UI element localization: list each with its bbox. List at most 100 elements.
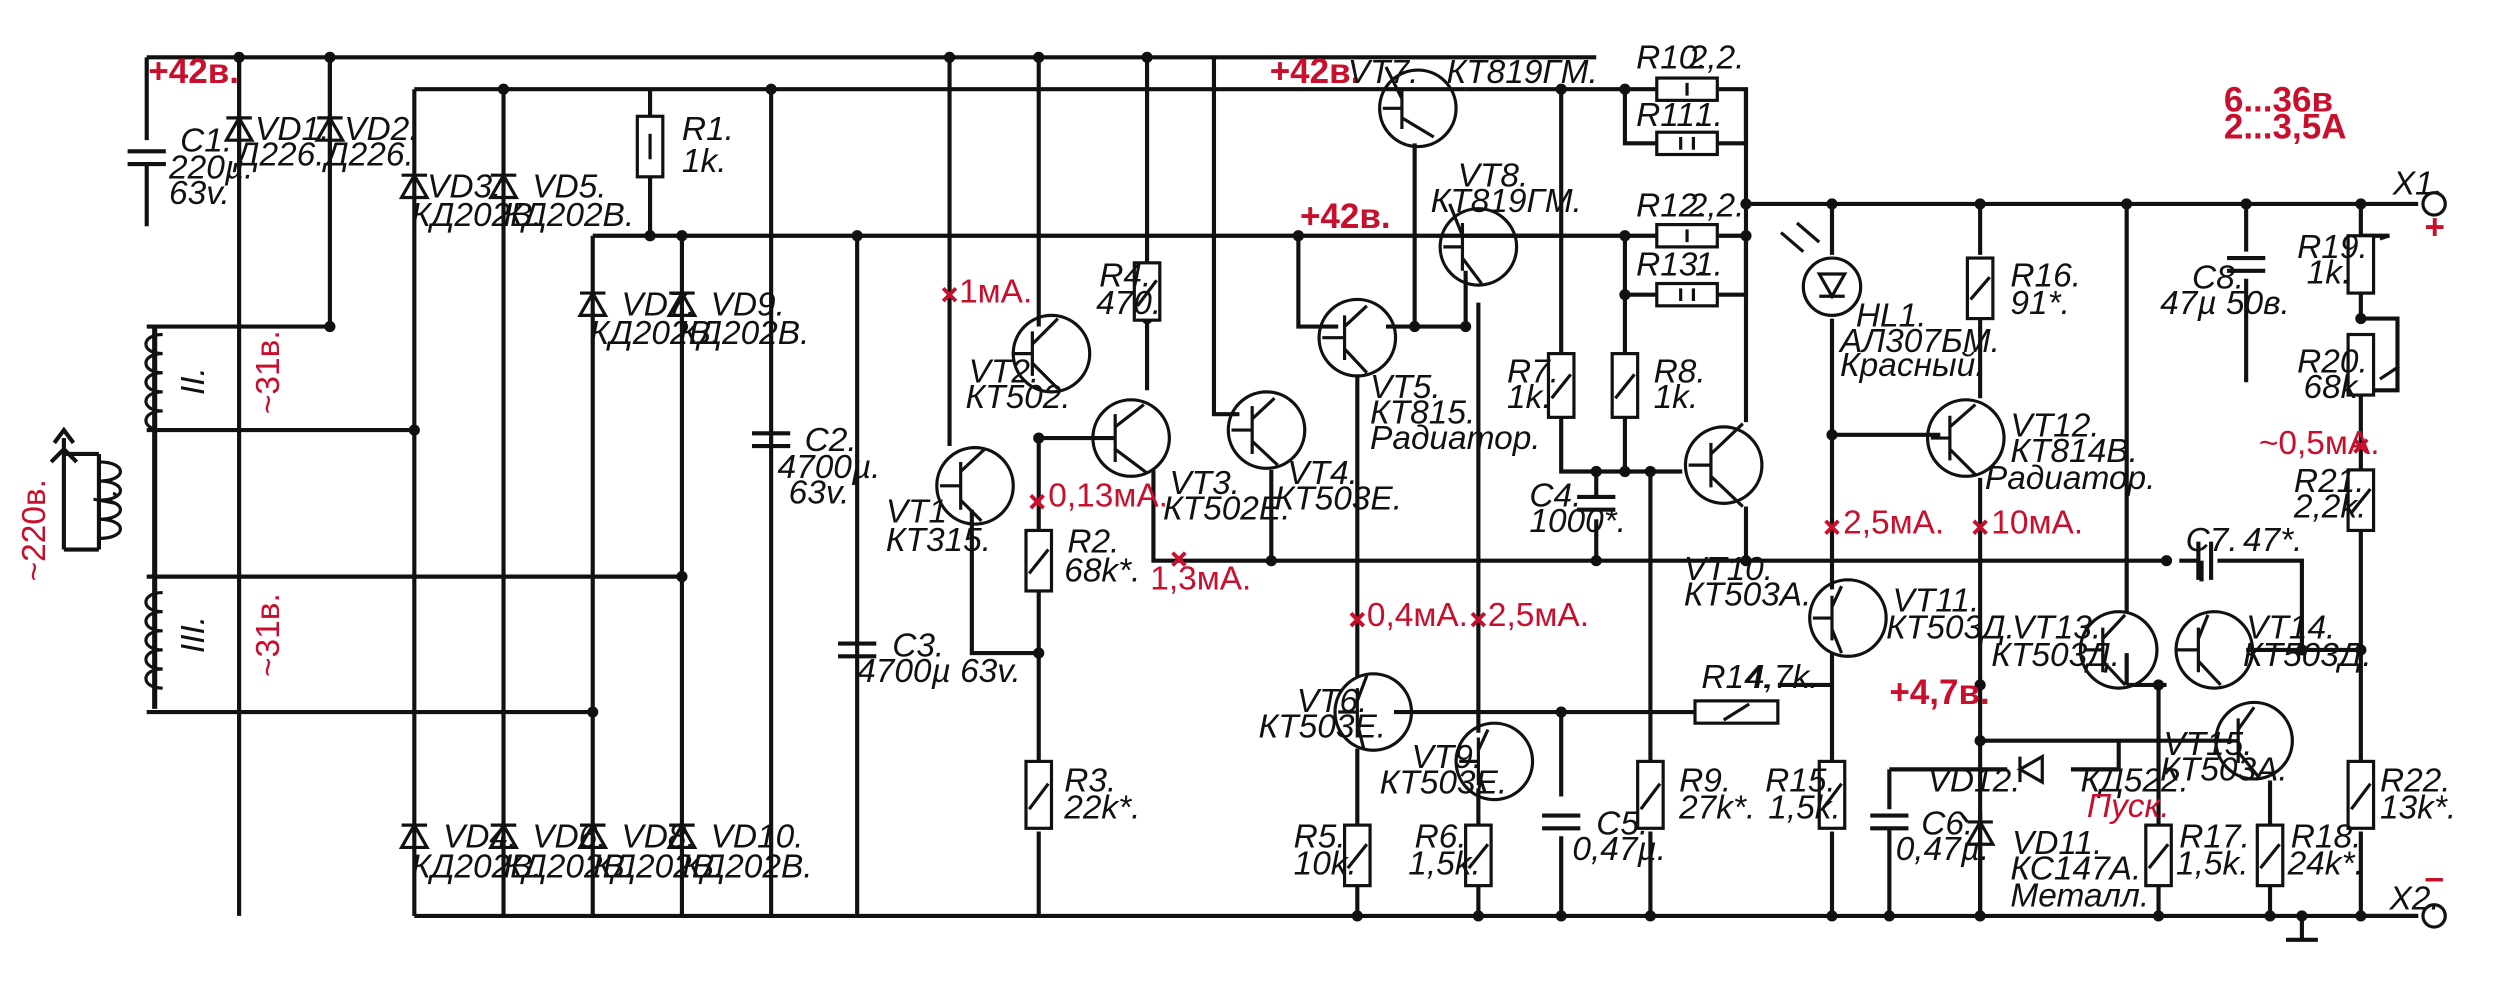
r11-value: 1. (1695, 97, 1723, 134)
vd8-ref: VD8. (621, 818, 695, 855)
c2-value: 4700µ. (778, 449, 881, 486)
vd3-type: КД202В. (411, 197, 542, 234)
r16-ref: R16. (2010, 258, 2081, 295)
c7-ref: C7. (2186, 522, 2238, 559)
terminal-x1[interactable] (2421, 191, 2447, 217)
r10-ref: R10. (1636, 39, 1707, 76)
vt10-ref: VT10. (1684, 551, 1773, 588)
vt15-type: КТ503А. (2160, 752, 2288, 789)
resistor-symbols (635, 76, 2376, 888)
vd6-type: КД202В. (504, 849, 635, 886)
vt7-ref: VT7. (1348, 54, 1419, 91)
r3-value: 22k*. (1063, 790, 1140, 827)
r5-ref: R5. (1294, 818, 1346, 855)
vt2-type: КТ502. (965, 379, 1070, 416)
c8-ref: C8. (2192, 259, 2244, 296)
vt5-note: Радиатор. (1370, 420, 1541, 457)
vt12-type: КТ814В. (2010, 433, 2138, 470)
label-w2: II. (175, 367, 212, 395)
vt8-ref: VT8. (1458, 157, 1529, 194)
vd5-ref: VD5. (532, 169, 606, 206)
vd9-ref: VD9. (711, 286, 785, 323)
c2-voltage: 63v. (789, 474, 850, 511)
hl1-ref: HL1. (1856, 298, 1927, 335)
r6-value: 1,5k. (1408, 845, 1481, 882)
vd5-type: КД202В. (504, 197, 635, 234)
current-25ma-hl1: 2,5мА. (1843, 505, 1944, 542)
vt13-type: КТ503Д. (1991, 637, 2120, 674)
vd2-ref: VD2. (344, 111, 418, 148)
r5-value: 10k. (1294, 845, 1357, 882)
vt4-ref: VT4. (1287, 455, 1358, 492)
r3-ref: R3. (1064, 763, 1116, 800)
c4-value: 1000*. (1529, 503, 1626, 540)
r17-ref: R17. (2179, 818, 2250, 855)
r7-ref: R7. (1507, 353, 1559, 390)
r4-ref: R4. (1099, 258, 1151, 295)
vt3-ref: VT3. (1169, 465, 1240, 502)
label-v-ref: +4,7в. (1889, 673, 1989, 712)
vd4-ref: VD4. (443, 818, 517, 855)
label-v42-vt5: +42в. (1300, 197, 1391, 236)
r20-value: 68k. (2303, 369, 2366, 406)
c1-ref: C1. (180, 122, 232, 159)
r19-value: 1k. (2307, 255, 2352, 292)
vt7-type: КТ819ГМ. (1447, 54, 1598, 91)
r11-ref: R11. (1636, 97, 1704, 134)
vd10-ref: VD10. (711, 818, 804, 855)
labels: +42в. +42в. +42в. 6...36в 2...3,5А +4,7в… (16, 39, 2456, 917)
vt9-ref: VT9. (1411, 739, 1482, 776)
c5-ref: C5. (1596, 806, 1648, 843)
plus-sign: + (2425, 208, 2445, 247)
vt12-ref: VT12. (2010, 407, 2099, 444)
r2-value: 68k*. (1064, 552, 1140, 589)
vd9-type: КД202В. (679, 315, 810, 352)
vt5-type: КТ815. (1370, 395, 1475, 432)
r15-value: 1,5k. (1768, 790, 1840, 827)
x1-label: X1. (2392, 165, 2443, 202)
vt15-ref: VT15. (2163, 726, 2252, 763)
current-04ma: 0,4мА. (1367, 597, 1468, 634)
r6-ref: R6. (1415, 818, 1467, 855)
current-10ma: 10мА. (1991, 505, 2083, 542)
vd11-note: Металл. (2010, 877, 2149, 914)
c3-ref: C3. (892, 627, 944, 664)
minus-sign: – (2425, 858, 2444, 897)
vt14-type: КТ503Д. (2243, 637, 2372, 674)
label-w1: I. (87, 488, 124, 507)
vd7-type: КД202В. (590, 315, 721, 352)
r9-ref: R9. (1679, 763, 1731, 800)
current-25ma-vt9: 2,5мА. (1488, 597, 1589, 634)
current-013ma: 0,13мА. (1048, 478, 1168, 515)
r16-value: 91*. (2010, 285, 2069, 322)
terminal-x2[interactable] (2421, 903, 2447, 929)
vt9-type: КТ503Е. (1380, 764, 1508, 801)
vd1-type: Д226. (232, 137, 325, 174)
c2-ref: C2. (805, 422, 857, 459)
junction-dots (233, 51, 2367, 922)
current-13ma: 1,3мА. (1150, 560, 1251, 597)
r8-ref: R8. (1654, 353, 1706, 390)
r13-value: 1. (1695, 247, 1723, 284)
vt5-ref: VT5. (1370, 369, 1441, 406)
x2-label: X2. (2389, 881, 2440, 918)
r7-value: 1k. (1507, 379, 1552, 416)
vd7-ref: VD7. (621, 286, 695, 323)
label-mains: ~220в. (16, 479, 53, 581)
vt14-ref: VT14. (2246, 610, 2335, 647)
r14-value: 4,7k. (1746, 659, 1819, 696)
r22-ref: R22. (2380, 763, 2451, 800)
label-w3: III. (175, 616, 212, 653)
current-1ma: 1мА. (959, 274, 1032, 311)
vd12-type: КД522. (2080, 763, 2188, 800)
r1-ref: R1. (682, 111, 734, 148)
vt4-type: КТ503Е. (1274, 481, 1402, 518)
r12-ref: R12. (1636, 188, 1707, 225)
vd11-type: КС147А. (2010, 850, 2141, 887)
vt10-type: КТ503А. (1684, 576, 1812, 613)
c1-voltage: 63v. (169, 175, 230, 212)
r18-value: 24k*. (2287, 845, 2364, 882)
current-marks (941, 286, 2369, 628)
r12-value: 2,2. (1688, 188, 1745, 225)
